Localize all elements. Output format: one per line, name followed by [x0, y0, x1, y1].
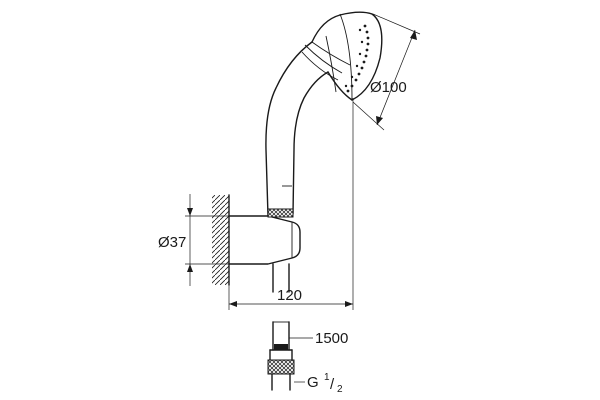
hose-upper	[272, 263, 290, 293]
thread-slash: /	[330, 376, 335, 393]
dimension-hose: 1500	[289, 330, 348, 347]
head-diameter-label: Ø100	[370, 79, 407, 96]
wall-holder	[228, 215, 301, 265]
holder-diameter-label: Ø37	[158, 234, 186, 251]
wall	[212, 194, 230, 286]
handle-knurl	[267, 208, 294, 218]
spray-nozzles	[344, 24, 370, 93]
dimension-thread: G 1 / 2	[294, 372, 343, 395]
hose-length-label: 1500	[315, 330, 348, 347]
thread-denominator: 2	[337, 384, 343, 395]
dimension-head: Ø100	[352, 13, 421, 131]
projection-label: 120	[277, 287, 302, 304]
hose-collar	[274, 344, 288, 350]
hose-lower	[269, 321, 293, 361]
shower-handle	[265, 41, 329, 218]
thread-label: G	[307, 374, 319, 391]
connector-nut	[267, 359, 295, 391]
nut-knurl	[267, 359, 295, 375]
dimension-projection: 120	[228, 285, 353, 310]
dimension-holder: Ø37	[158, 194, 229, 286]
shower-head	[301, 11, 383, 101]
thread-numerator: 1	[324, 372, 330, 383]
